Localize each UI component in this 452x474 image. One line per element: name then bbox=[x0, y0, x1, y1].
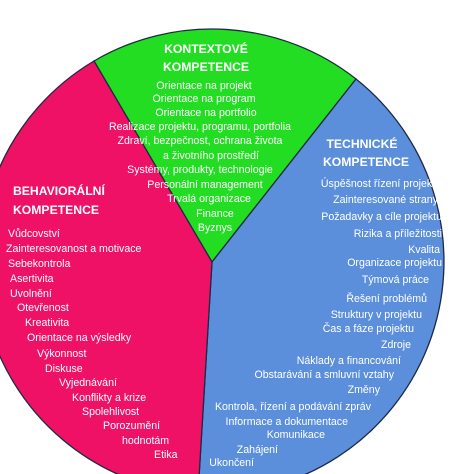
behavioral-item: Uvolnění bbox=[10, 288, 52, 300]
technical-item: Kontrola, řízení a podávání zpráv bbox=[215, 401, 372, 413]
technical-sector bbox=[198, 78, 445, 474]
behavioral-item: Etika bbox=[154, 449, 178, 461]
behavioral-item: Zainteresovanost a motivace bbox=[6, 243, 142, 255]
technical-item: Komunikace bbox=[267, 429, 325, 441]
context-item: Trvalá organizace bbox=[167, 193, 251, 205]
context-item: a životního prostředí bbox=[163, 150, 259, 162]
behavioral-item: hodnotám bbox=[122, 435, 169, 447]
technical-item: Zdroje bbox=[381, 339, 411, 351]
context-item: Systémy, produkty, technologie bbox=[127, 164, 273, 176]
technical-item: Požadavky a cíle projektu bbox=[321, 211, 442, 223]
technical-item: Týmová práce bbox=[362, 274, 429, 286]
technical-item: Kvalita bbox=[408, 244, 440, 256]
context-title-line1: KONTEXTOVÉ bbox=[164, 41, 248, 56]
behavioral-item: Orientace na výsledky bbox=[27, 332, 132, 344]
technical-item: Obstarávání a smluvní vztahy bbox=[254, 369, 394, 381]
context-title-line2: KOMPETENCE bbox=[163, 60, 249, 74]
behavioral-item: Diskuse bbox=[45, 363, 83, 375]
context-group: KONTEXTOVÉ KOMPETENCE Orientace na proje… bbox=[109, 41, 291, 234]
technical-item: Náklady a financování bbox=[297, 355, 401, 367]
technical-item: Řešení problémů bbox=[346, 292, 427, 305]
technical-title-line1: TECHNICKÉ bbox=[326, 136, 397, 151]
technical-item: Úspěšnost řízení projektu bbox=[321, 177, 441, 190]
technical-item: Struktury v projektu bbox=[331, 309, 422, 321]
behavioral-item: Vůdcovství bbox=[8, 228, 60, 240]
behavioral-sector bbox=[0, 60, 213, 474]
context-item: Orientace na portfolio bbox=[155, 107, 256, 119]
context-item: Realizace projektu, programu, portfolia bbox=[109, 121, 291, 133]
context-sector bbox=[93, 28, 357, 264]
context-item: Finance bbox=[196, 208, 234, 220]
technical-item: Zainteresované strany bbox=[333, 194, 439, 206]
technical-item: Informace a dokumentace bbox=[226, 416, 349, 428]
behavioral-item: Sebekontrola bbox=[8, 258, 71, 270]
behavioral-title-line1: BEHAVIORÁLNÍ bbox=[13, 183, 105, 198]
behavioral-group: BEHAVIORÁLNÍ KOMPETENCE Vůdcovství Zaint… bbox=[6, 183, 178, 461]
behavioral-item: Kreativita bbox=[25, 317, 69, 329]
behavioral-item: Otevřenost bbox=[17, 302, 69, 314]
technical-item: Rizika a příležitosti bbox=[354, 228, 442, 240]
technical-item: Zahájení bbox=[237, 444, 278, 456]
technical-group: TECHNICKÉ KOMPETENCE Úspěšnost řízení pr… bbox=[209, 136, 442, 469]
technical-item: Ukončení bbox=[209, 457, 254, 469]
technical-title-line2: KOMPETENCE bbox=[323, 155, 409, 169]
context-item: Orientace na projekt bbox=[156, 80, 251, 92]
technical-item: Organizace projektu bbox=[347, 257, 442, 269]
behavioral-item: Spolehlivost bbox=[82, 406, 139, 418]
behavioral-title-line2: KOMPETENCE bbox=[13, 203, 99, 217]
context-item: Orientace na program bbox=[152, 93, 255, 105]
technical-item: Čas a fáze projektu bbox=[323, 322, 414, 335]
technical-item: Změny bbox=[348, 384, 381, 396]
behavioral-item: Porozumění bbox=[103, 420, 160, 432]
behavioral-item: Výkonnost bbox=[37, 348, 87, 360]
context-item: Byznys bbox=[198, 222, 232, 234]
behavioral-item: Konflikty a krize bbox=[72, 392, 146, 404]
context-item: Personální management bbox=[147, 179, 262, 191]
behavioral-item: Vyjednávání bbox=[59, 377, 117, 389]
behavioral-item: Asertivita bbox=[10, 273, 54, 285]
context-item: Zdraví, bezpečnost, ochrana života bbox=[118, 135, 283, 147]
